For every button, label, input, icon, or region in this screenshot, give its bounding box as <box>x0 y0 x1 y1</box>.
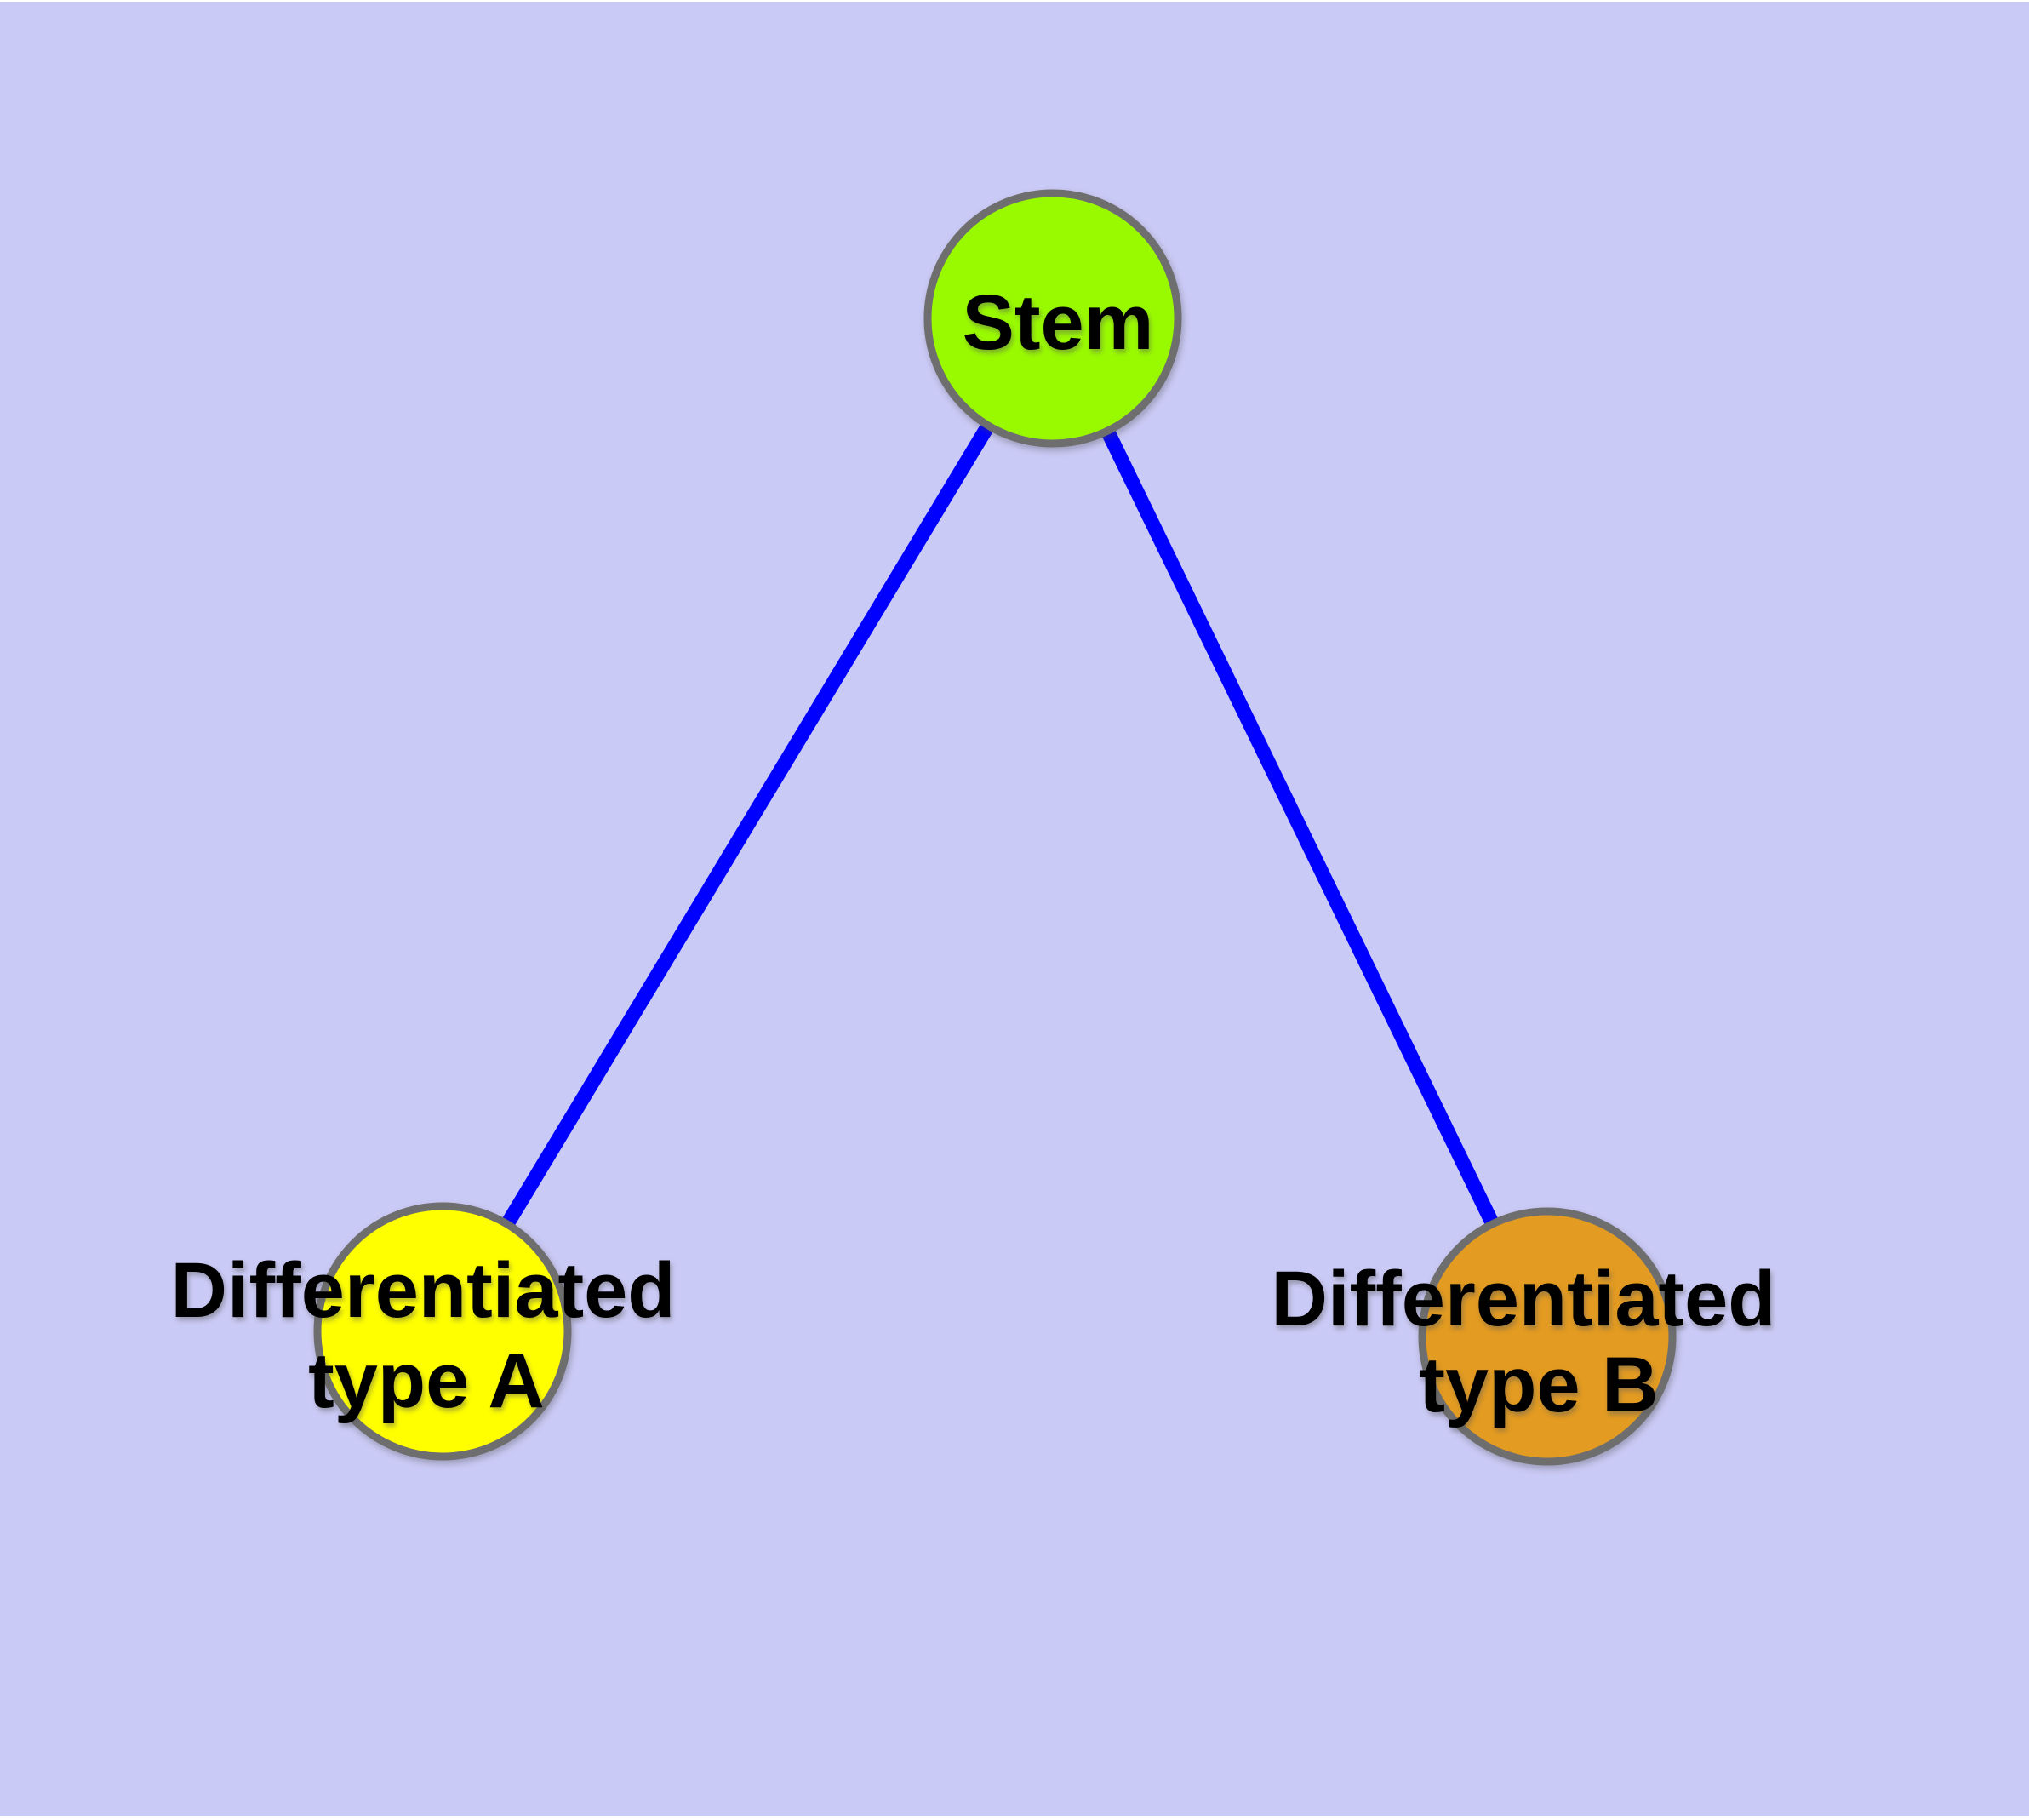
edge-stem-to-diff-b[interactable] <box>1046 315 1554 1340</box>
node-differentiated-type-b-label-line2: type B <box>1419 1342 1658 1428</box>
node-differentiated-type-b[interactable]: Differentiated type B <box>1272 1207 1776 1466</box>
node-stem[interactable]: Stem <box>923 189 1182 448</box>
node-differentiated-type-a[interactable]: Differentiated type A <box>171 1202 676 1461</box>
node-differentiated-type-b-label-line1: Differentiated <box>1272 1256 1776 1342</box>
node-stem-label: Stem <box>963 279 1154 366</box>
edge-stem-to-diff-a[interactable] <box>436 314 1060 1336</box>
node-differentiated-type-b-circle[interactable] <box>1418 1207 1677 1466</box>
node-differentiated-type-a-label-line1: Differentiated <box>171 1247 676 1334</box>
node-stem-circle[interactable] <box>923 189 1182 448</box>
node-differentiated-type-a-label-line2: type A <box>308 1337 545 1424</box>
node-differentiated-type-a-circle[interactable] <box>313 1202 572 1461</box>
